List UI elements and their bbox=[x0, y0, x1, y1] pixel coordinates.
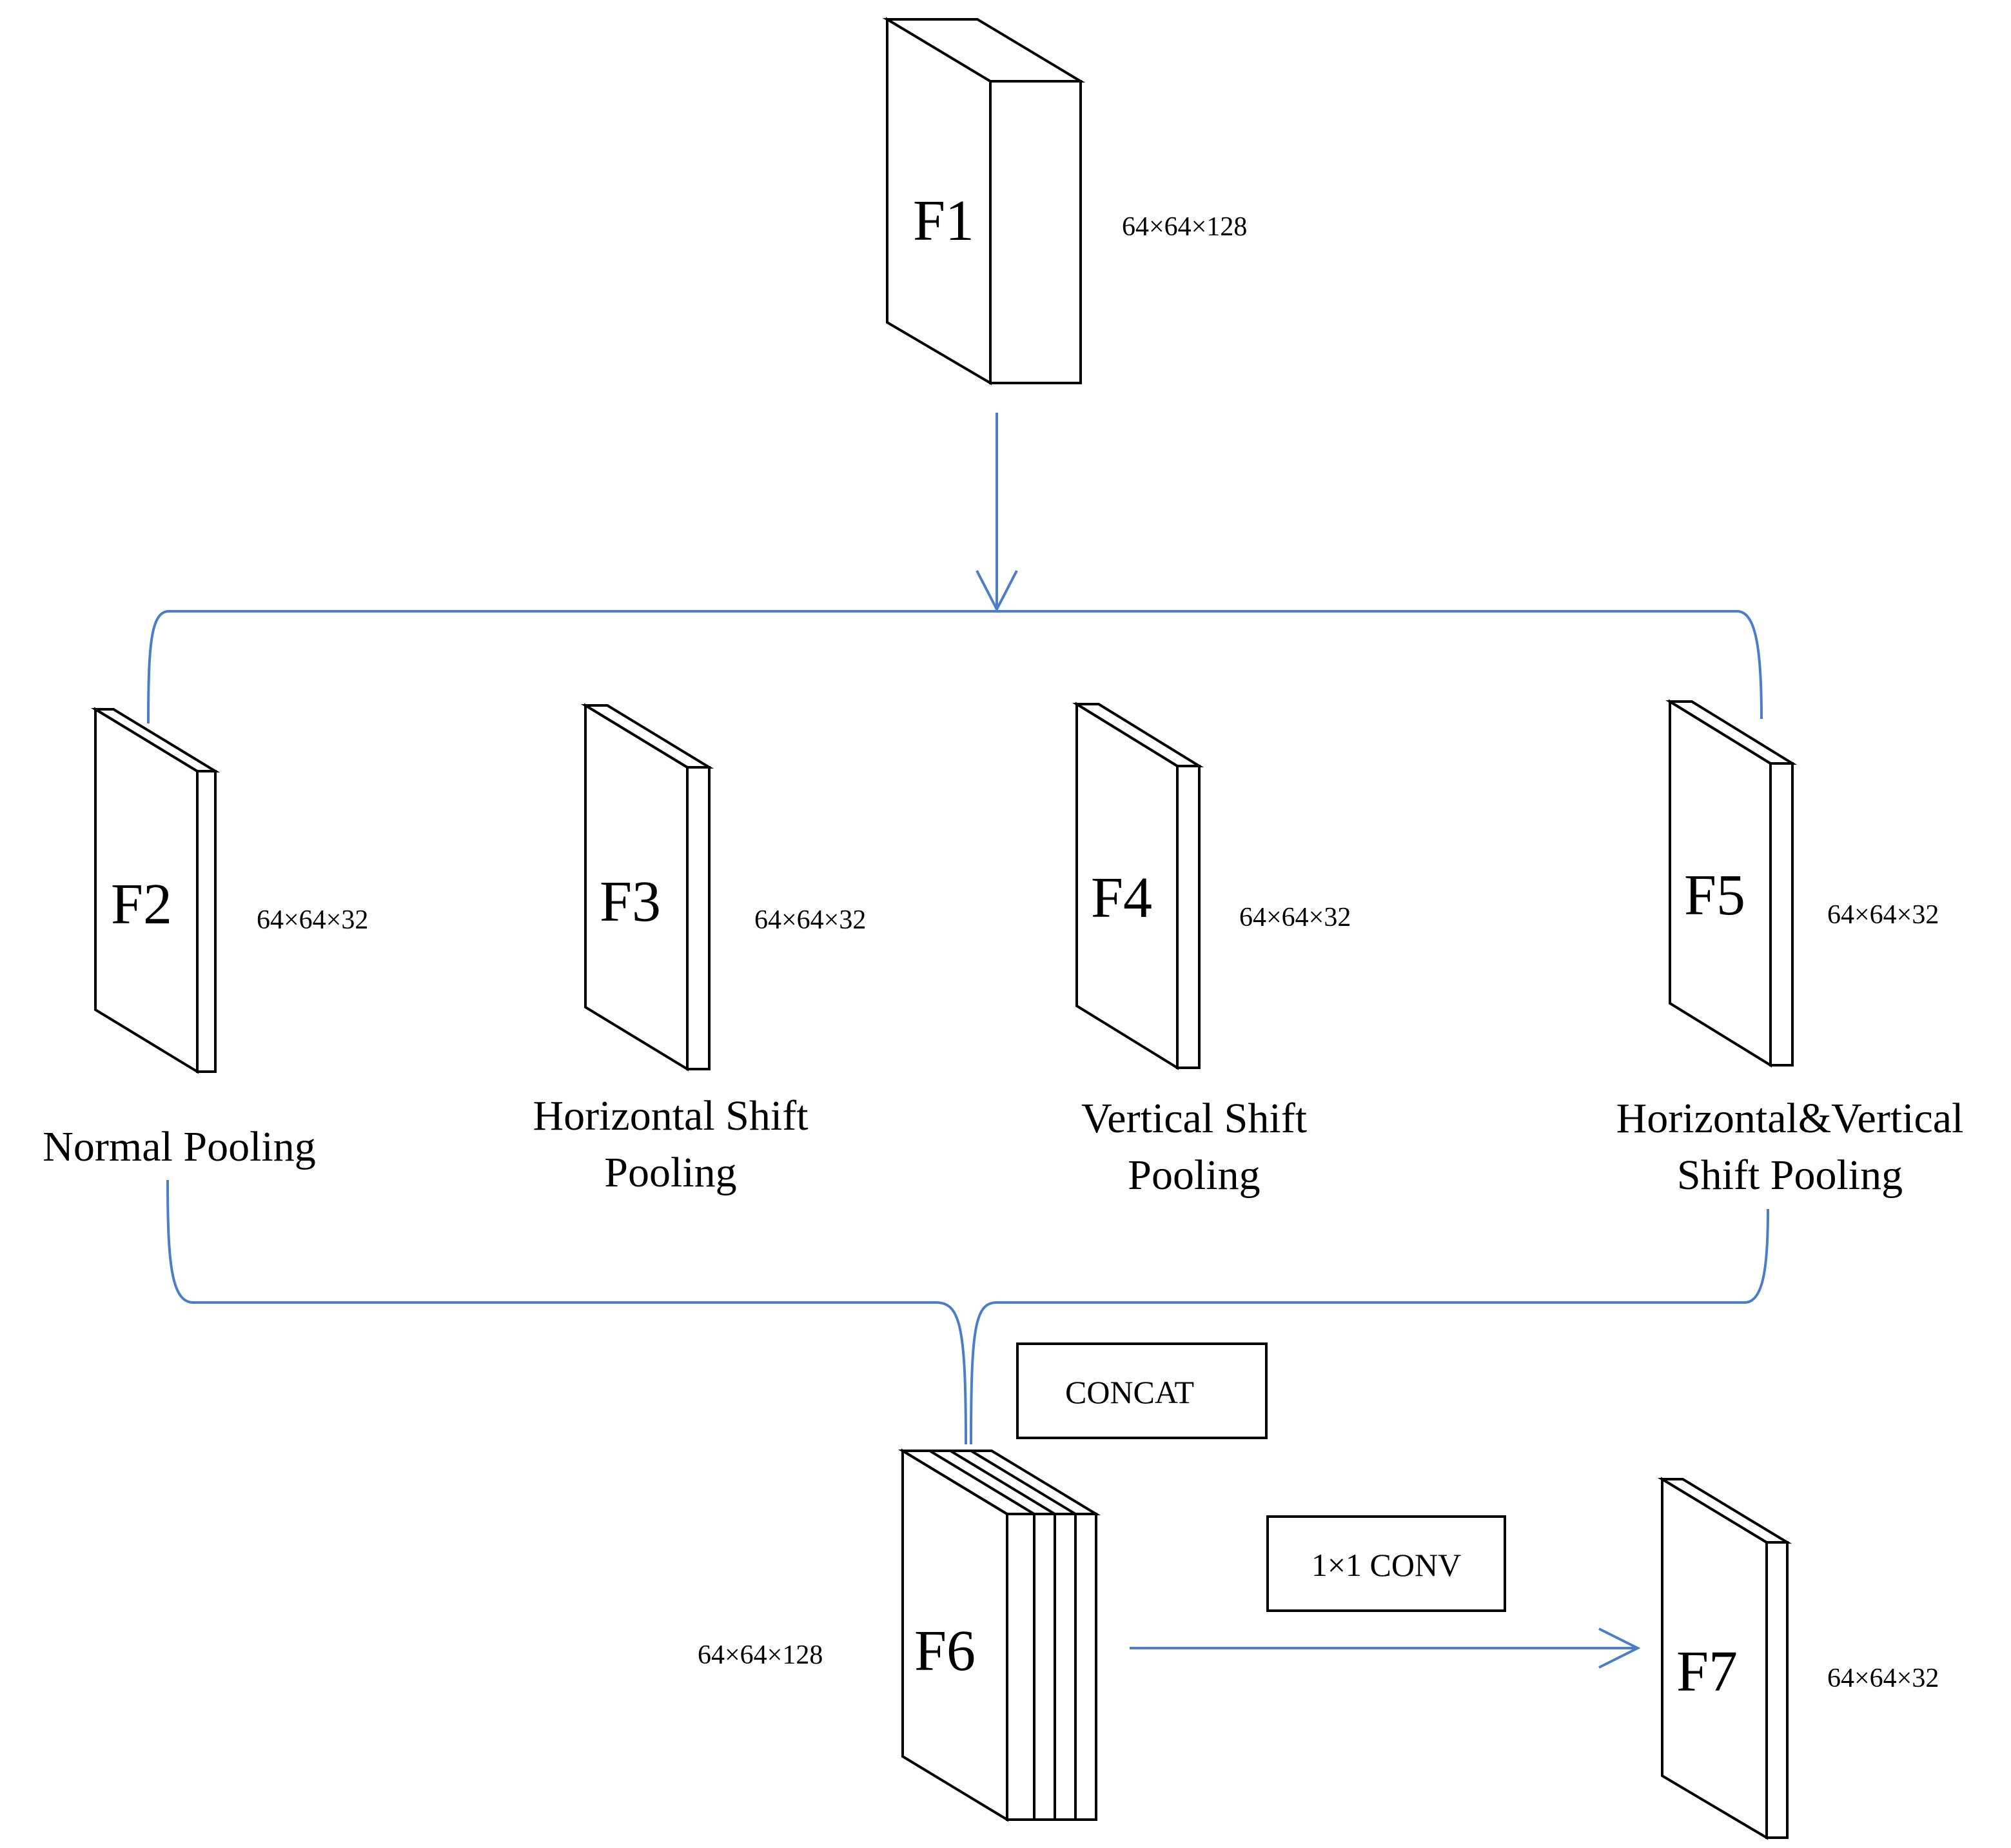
block-f4: F4 64×64×32 Vertical Shift Pooling bbox=[1072, 702, 1351, 1199]
block-f5-dims: 64×64×32 bbox=[1827, 900, 1939, 930]
block-f7-label: F7 bbox=[1676, 1640, 1738, 1704]
block-f3-caption-line1: Horizontal Shift bbox=[533, 1092, 808, 1139]
connectors bbox=[147, 413, 1769, 1669]
conv-operation: 1×1 CONV bbox=[1266, 1515, 1506, 1612]
block-f1-label: F1 bbox=[913, 189, 974, 253]
arrow-f7-head bbox=[1598, 1627, 1641, 1669]
block-f6-dims: 64×64×128 bbox=[698, 1640, 823, 1670]
block-f5-caption-line2: Shift Pooling bbox=[1677, 1152, 1903, 1199]
block-f4-dims: 64×64×32 bbox=[1239, 903, 1351, 932]
block-f4-label: F4 bbox=[1091, 866, 1152, 930]
block-f2-label: F2 bbox=[111, 872, 172, 936]
merge-bracket-left bbox=[166, 1179, 967, 1445]
conv-label: 1×1 CONV bbox=[1311, 1547, 1461, 1583]
block-f5-caption-line1: Horizontal&Vertical bbox=[1616, 1095, 1964, 1142]
arrow-f1-head bbox=[976, 570, 1018, 613]
block-f3: F3 64×64×32 Horizontal Shift Pooling bbox=[533, 703, 866, 1196]
block-f5: F5 64×64×32 Horizontal&Vertical Shift Po… bbox=[1616, 699, 1964, 1199]
block-f7-dims: 64×64×32 bbox=[1827, 1664, 1939, 1693]
merge-bracket-right bbox=[970, 1208, 1769, 1445]
block-f1: F1 64×64×128 bbox=[882, 17, 1247, 386]
block-f4-caption-line2: Pooling bbox=[1128, 1152, 1260, 1199]
block-f4-caption-line1: Vertical Shift bbox=[1081, 1095, 1307, 1142]
block-f2-caption-line1: Normal Pooling bbox=[43, 1123, 316, 1170]
block-f3-caption-line2: Pooling bbox=[604, 1149, 736, 1196]
block-f2-dims: 64×64×32 bbox=[257, 905, 368, 935]
concat-label: CONCAT bbox=[1065, 1374, 1194, 1410]
block-f2: F2 64×64×32 Normal Pooling bbox=[43, 707, 368, 1170]
block-f1-dims: 64×64×128 bbox=[1122, 212, 1247, 242]
block-f6: F6 64×64×128 bbox=[698, 1448, 1101, 1822]
block-f3-dims: 64×64×32 bbox=[754, 905, 866, 935]
concat-operation: CONCAT bbox=[1016, 1342, 1268, 1439]
block-f7: F7 64×64×32 bbox=[1657, 1477, 1939, 1840]
split-bracket bbox=[147, 610, 1763, 724]
block-f5-label: F5 bbox=[1684, 863, 1745, 927]
block-f3-label: F3 bbox=[600, 870, 661, 934]
block-f6-label: F6 bbox=[914, 1619, 976, 1683]
